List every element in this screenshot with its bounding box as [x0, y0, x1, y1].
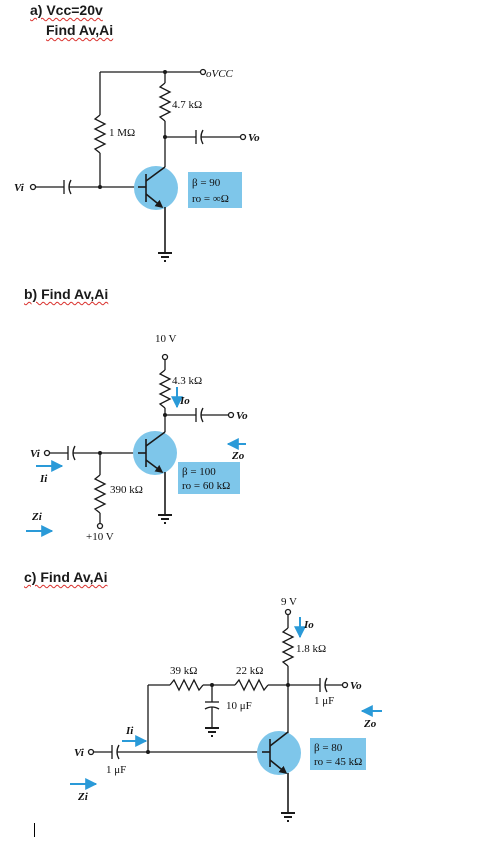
- vo-label-a: Vo: [248, 132, 260, 144]
- problem-c-title: c) Find Av,Ai: [24, 569, 108, 585]
- ii-label-b: Ii: [39, 473, 48, 485]
- rf1-label-c: 39 kΩ: [170, 665, 197, 677]
- rf2-resistor-c: [234, 678, 269, 692]
- problem-a-title: a) Vcc=20v: [30, 2, 103, 18]
- rc-resistor-a: [158, 82, 172, 122]
- vi-label-c: Vi: [74, 747, 85, 759]
- vcc-label-a: oVCC: [206, 68, 234, 80]
- rf1-resistor-c: [169, 678, 204, 692]
- transistor-c: [257, 731, 301, 775]
- beta-label-c: β = 80: [314, 742, 343, 754]
- io-label-b: Io: [179, 395, 190, 407]
- rc-label-a: 4.7 kΩ: [172, 99, 202, 111]
- circuit-b: [43, 353, 235, 530]
- vcc-label-c: 9 V: [281, 596, 297, 608]
- problem-b-title: b) Find Av,Ai: [24, 286, 109, 302]
- ro-label-b: ro = 60 kΩ: [182, 480, 230, 492]
- cin-label-c: 1 μF: [106, 764, 126, 776]
- rb-resistor-a: [93, 114, 107, 154]
- ro-label-a: ro = ∞Ω: [192, 193, 229, 205]
- beta-label-a: β = 90: [192, 177, 221, 189]
- rc-label-c: 1.8 kΩ: [296, 643, 326, 655]
- transistor-b: [133, 431, 177, 475]
- vo-label-b: Vo: [236, 410, 248, 422]
- ii-label-c: Ii: [125, 725, 134, 737]
- rc-label-b: 4.3 kΩ: [172, 375, 202, 387]
- text-cursor: [34, 823, 35, 837]
- circuit-a: [29, 68, 247, 195]
- rb-label-b: 390 kΩ: [110, 484, 143, 496]
- rb-label-a: 1 MΩ: [109, 127, 135, 139]
- circuit-c: [87, 608, 349, 760]
- transistor-a: [134, 166, 178, 210]
- vi-label-a: Vi: [14, 182, 25, 194]
- rc-resistor-c: [281, 627, 295, 667]
- vcc-label-b: 10 V: [155, 333, 177, 345]
- io-label-c: Io: [303, 619, 314, 631]
- vo-label-c: Vo: [350, 680, 362, 692]
- rc-resistor-b: [158, 369, 172, 409]
- cbypass-label-c: 10 μF: [226, 700, 252, 712]
- problem-a-task: Find Av,Ai: [46, 22, 114, 38]
- zi-label-b: Zi: [31, 511, 43, 523]
- zo-label-c: Zo: [363, 718, 377, 730]
- zo-label-b: Zo: [231, 450, 245, 462]
- cout-label-c: 1 μF: [314, 695, 334, 707]
- vi-label-b: Vi: [30, 448, 41, 460]
- rb-resistor-b: [93, 474, 107, 514]
- zi-label-c: Zi: [77, 791, 89, 803]
- vee-label-b: +10 V: [86, 531, 114, 543]
- rf2-label-c: 22 kΩ: [236, 665, 263, 677]
- ro-label-c: ro = 45 kΩ: [314, 756, 362, 768]
- beta-label-b: β = 100: [182, 466, 216, 478]
